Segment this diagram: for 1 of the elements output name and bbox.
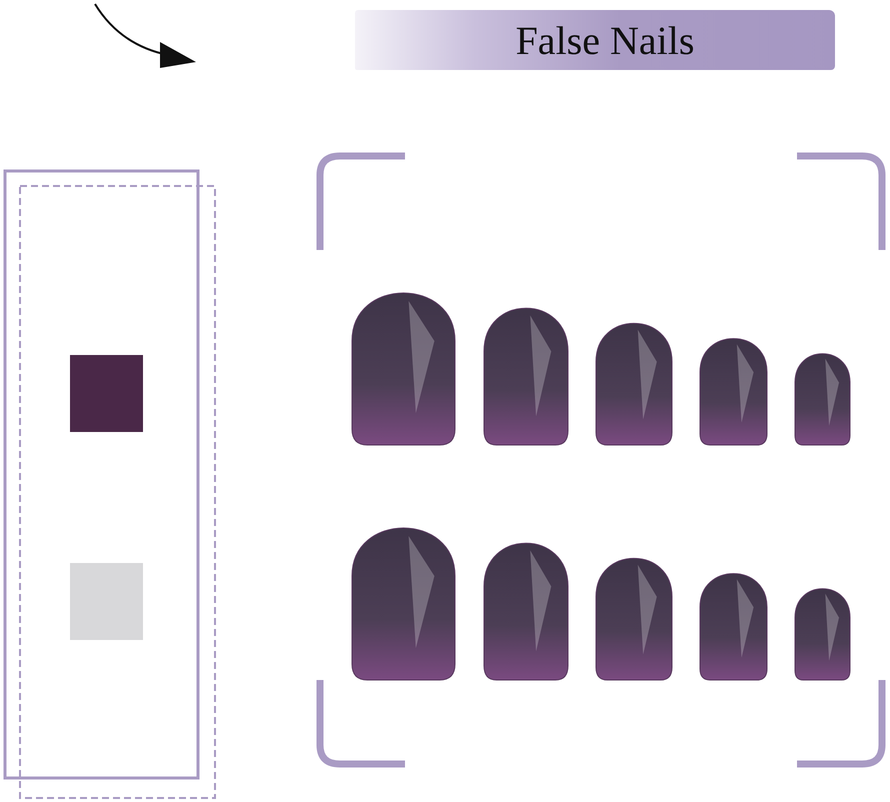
title: False Nails [514,16,694,64]
